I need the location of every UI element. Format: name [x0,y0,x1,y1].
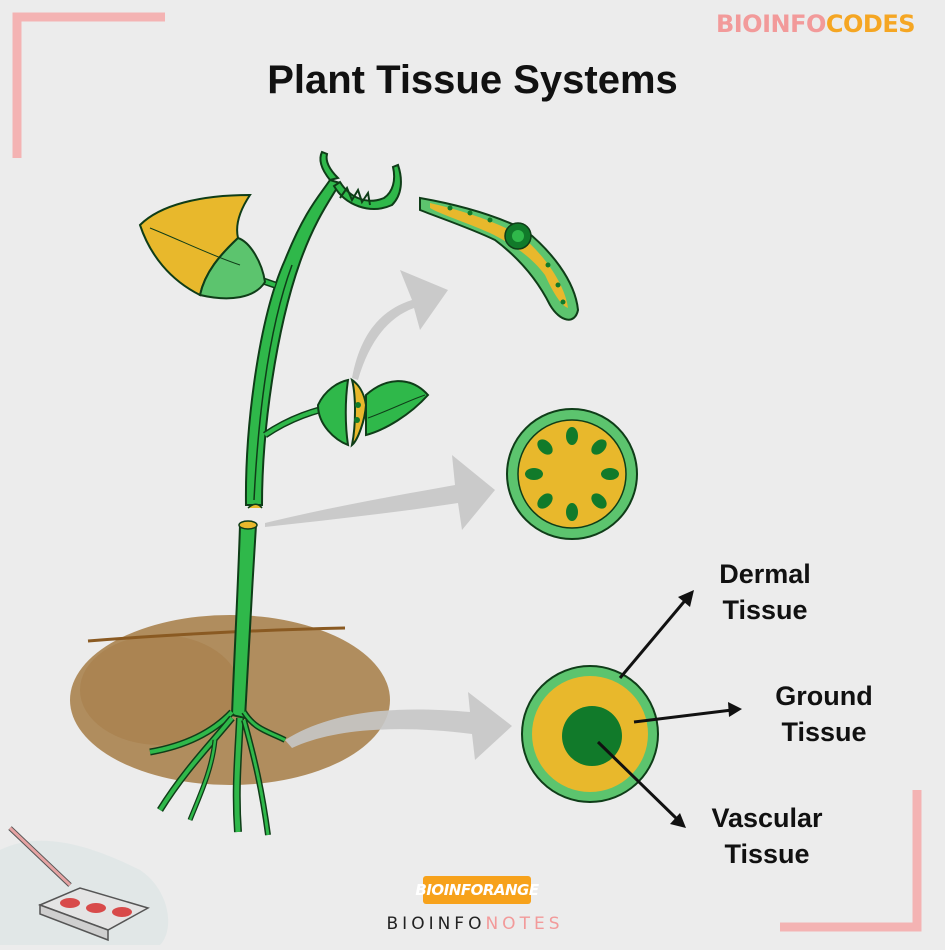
label-dermal-tissue: Dermal Tissue [700,556,830,628]
lab-illustration [0,826,169,945]
label-dermal-line1: Dermal [719,559,811,589]
footer-logo-badge: BIOINFORANGE [415,876,539,904]
label-vascular-line2: Tissue [724,839,810,869]
leaf-large [138,193,277,300]
brand-logo-part2: CODES [825,10,916,38]
footer-logo-subtitle: BIOINFONOTES [372,914,578,934]
brand-logo-part1: BIOINFO [715,10,826,38]
label-ground-line1: Ground [775,681,873,711]
label-dermal-line2: Tissue [722,595,808,625]
footer-logo-sub-part1: BIOINFO [386,914,486,934]
leaf-cross-section [419,196,580,321]
label-vascular-line1: Vascular [711,803,823,833]
label-ground-line2: Tissue [781,717,867,747]
page-title: Plant Tissue Systems [267,58,678,102]
leaf-small [263,377,430,448]
label-vascular-tissue: Vascular Tissue [692,800,842,872]
stem-cross-section [506,408,638,540]
upper-stem [244,150,402,509]
label-ground-tissue: Ground Tissue [755,678,893,750]
soil [70,615,390,785]
corner-bracket-top-left [12,12,165,158]
pointer-arrow-leaf [352,270,448,380]
footer-logo-badge-text: BIOINFORANGE [415,881,539,899]
corner-bracket-bottom-right [780,790,922,932]
footer-logo-sub-part2: NOTES [485,914,564,934]
brand-logo-top: BIOINFOCODES [715,10,916,38]
pointer-arrow-root [285,692,512,760]
lower-stem-and-roots [149,520,287,836]
label-arrows [596,590,742,828]
pointer-arrow-stem [265,455,495,530]
